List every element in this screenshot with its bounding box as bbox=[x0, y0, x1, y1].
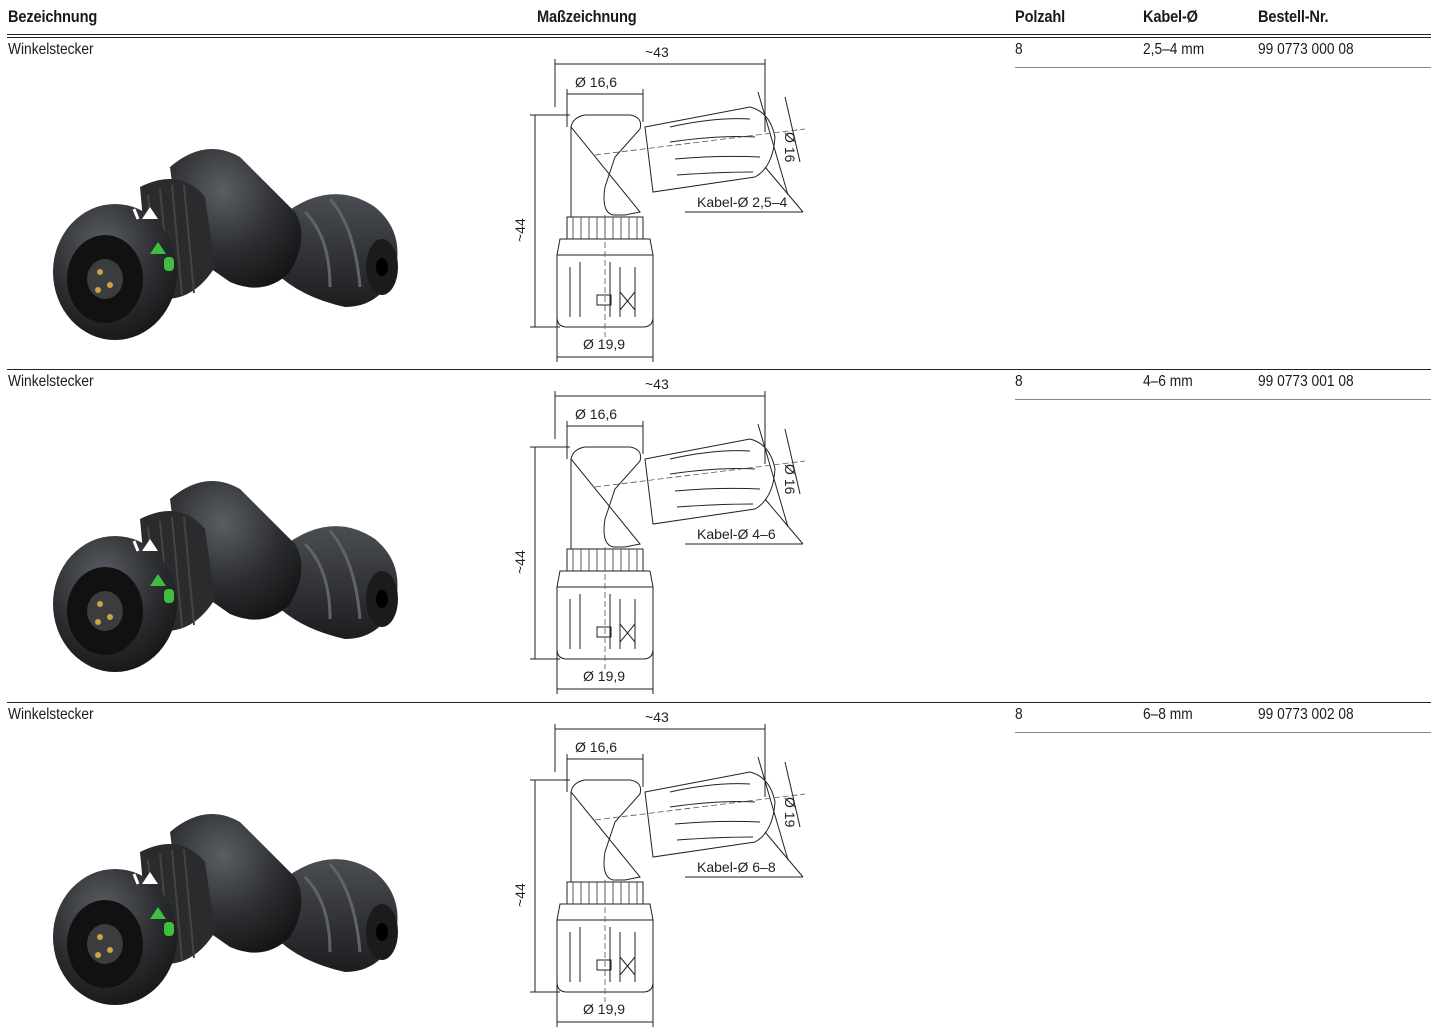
column-header-kabel: Kabel-Ø bbox=[1143, 7, 1198, 26]
dim-height: ~44 bbox=[512, 218, 528, 242]
kabel-value: 6–8 mm bbox=[1143, 706, 1193, 723]
header-divider bbox=[7, 34, 1431, 35]
column-header-polzahl: Polzahl bbox=[1015, 7, 1065, 26]
kabel-value: 2,5–4 mm bbox=[1143, 41, 1205, 58]
dim-height: ~44 bbox=[512, 550, 528, 574]
dim-top-diameter: Ø 16,6 bbox=[575, 74, 617, 90]
column-header-masszeichnung: Maßzeichnung bbox=[537, 7, 637, 26]
row-divider bbox=[7, 37, 1431, 38]
dim-overall-width: ~43 bbox=[645, 44, 669, 60]
data-row-underline bbox=[1015, 732, 1431, 733]
bestell-nr-value: 99 0773 000 08 bbox=[1258, 41, 1354, 58]
column-header-bezeichnung: Bezeichnung bbox=[8, 7, 98, 26]
data-row-underline bbox=[1015, 67, 1431, 68]
dim-overall-width: ~43 bbox=[645, 709, 669, 725]
data-row-underline bbox=[1015, 399, 1431, 400]
product-row: Winkelstecker 8 4–6 mm 99 0773 001 08 bbox=[0, 369, 1438, 699]
dim-cable-nut-diameter: Ø 19 bbox=[782, 797, 798, 828]
dim-height: ~44 bbox=[512, 883, 528, 907]
dim-bottom-diameter: Ø 19,9 bbox=[583, 336, 625, 352]
row-divider bbox=[7, 702, 1431, 703]
dim-top-diameter: Ø 16,6 bbox=[575, 406, 617, 422]
dim-cable-range: Kabel-Ø 4–6 bbox=[697, 526, 776, 542]
dim-bottom-diameter: Ø 19,9 bbox=[583, 1001, 625, 1017]
kabel-value: 4–6 mm bbox=[1143, 373, 1193, 390]
dim-cable-nut-diameter: Ø 16 bbox=[782, 464, 798, 495]
column-header-bestell-nr: Bestell-Nr. bbox=[1258, 7, 1329, 26]
polzahl-value: 8 bbox=[1015, 41, 1023, 58]
dim-cable-range: Kabel-Ø 2,5–4 bbox=[697, 194, 787, 210]
dimension-drawing: ~43 Ø 16,6 Ø 16 Kabel-Ø 4–6 ~44 Ø 19,9 bbox=[512, 376, 806, 694]
polzahl-value: 8 bbox=[1015, 373, 1023, 390]
dim-cable-nut-diameter: Ø 16 bbox=[782, 132, 798, 163]
polzahl-value: 8 bbox=[1015, 706, 1023, 723]
product-name: Winkelstecker bbox=[8, 41, 94, 58]
angled-connector-photo bbox=[53, 814, 398, 1005]
angled-connector-photo bbox=[53, 149, 398, 340]
row-divider bbox=[7, 369, 1431, 370]
product-row: Winkelstecker 8 2,5–4 mm 99 0773 000 08 bbox=[0, 37, 1438, 367]
product-name: Winkelstecker bbox=[8, 373, 94, 390]
product-row: Winkelstecker 8 6–8 mm 99 0773 002 08 bbox=[0, 702, 1438, 1032]
dimension-drawing: ~43 Ø 16,6 Ø 19 Kabel-Ø 6–8 ~44 Ø 19,9 bbox=[512, 709, 806, 1027]
product-name: Winkelstecker bbox=[8, 706, 94, 723]
dim-overall-width: ~43 bbox=[645, 376, 669, 392]
dimension-drawing: ~43 Ø 16,6 Ø 16 Kabel-Ø 2,5–4 ~44 Ø 19,9 bbox=[512, 44, 806, 362]
angled-connector-photo bbox=[53, 481, 398, 672]
dim-top-diameter: Ø 16,6 bbox=[575, 739, 617, 755]
bestell-nr-value: 99 0773 001 08 bbox=[1258, 373, 1354, 390]
dim-bottom-diameter: Ø 19,9 bbox=[583, 668, 625, 684]
dim-cable-range: Kabel-Ø 6–8 bbox=[697, 859, 776, 875]
bestell-nr-value: 99 0773 002 08 bbox=[1258, 706, 1354, 723]
